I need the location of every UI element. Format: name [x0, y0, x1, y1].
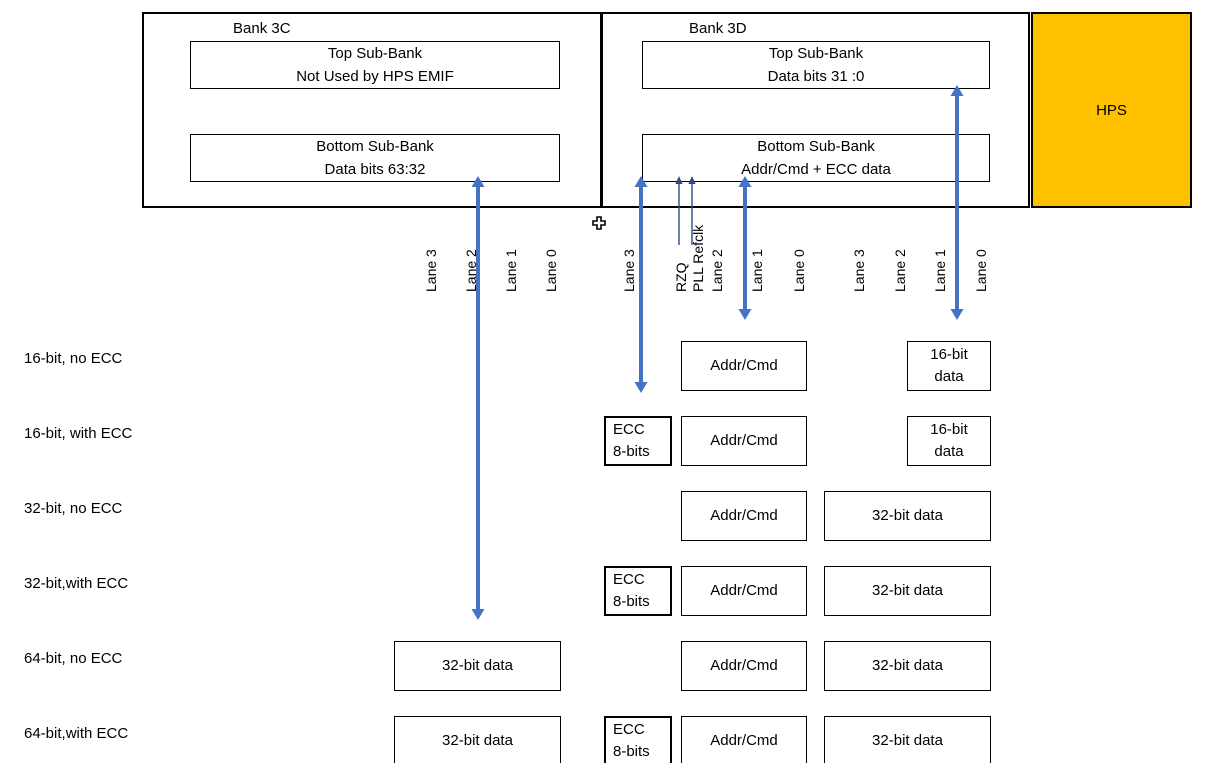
lane-label-lane-3-10: Lane 3 — [851, 249, 867, 292]
cell-data-r2: 32-bit data — [824, 491, 991, 541]
lane-label-lane-3-0: Lane 3 — [423, 249, 439, 292]
row-label-5: 64-bit,with ECC — [24, 725, 129, 742]
lane-label-lane-2-11: Lane 2 — [892, 249, 908, 292]
hps-block: HPS — [1031, 12, 1192, 208]
cell-text: ECC — [613, 721, 645, 739]
lane-label-lane-0-9: Lane 0 — [791, 249, 807, 292]
lane-label-lane-0-3: Lane 0 — [543, 249, 559, 292]
move-cursor-icon — [590, 216, 608, 239]
bank-3d-title: Bank 3D — [689, 20, 747, 37]
cell-data-r1: 16-bit data — [907, 416, 991, 466]
cell-data-r5: 32-bit data — [824, 716, 991, 763]
cell-text: data — [934, 443, 964, 460]
cell-addr-r4: Addr/Cmd — [681, 641, 807, 691]
arrow-lane3-3d-to-ecc — [629, 166, 653, 403]
arrow-rzq-to-bottom-subbank — [667, 166, 691, 255]
hps-label: HPS — [1096, 101, 1127, 119]
arrow-lane1-3d-to-addrcmd — [733, 166, 757, 330]
lane-label-rzq-5: RZQ — [673, 262, 689, 292]
bank-3d-bottom-sub-bank: Bottom Sub-Bank Addr/Cmd + ECC data — [642, 134, 990, 182]
cell-text: 32-bit data — [872, 507, 943, 525]
cell-text: 32-bit data — [442, 657, 513, 675]
cell-text: 8-bits — [613, 443, 650, 460]
bank-3c-top-sub-bank: Top Sub-Bank Not Used by HPS EMIF — [190, 41, 560, 89]
cell-text: Addr/Cmd — [710, 357, 778, 375]
cell-ecc-r3: ECC 8-bits — [604, 566, 672, 616]
bank-3c-top-sub-bank-line1: Top Sub-Bank — [327, 44, 423, 62]
row-label-1: 16-bit, with ECC — [24, 425, 133, 442]
cell-addr-r3: Addr/Cmd — [681, 566, 807, 616]
cell-addr-r2: Addr/Cmd — [681, 491, 807, 541]
cell-data-r0: 16-bit data — [907, 341, 991, 391]
bank-3c-3d-divider — [600, 12, 603, 208]
cell-text: Addr/Cmd — [710, 582, 778, 600]
cell-text: ECC — [613, 421, 645, 439]
cell-text: Addr/Cmd — [710, 732, 778, 750]
bank-3d-top-sub-bank-line1: Top Sub-Bank — [768, 44, 864, 62]
bank-3d-top-sub-bank: Top Sub-Bank Data bits 31 :0 — [642, 41, 990, 89]
cell-data-r4: 32-bit data — [394, 641, 561, 691]
bank-3d-bottom-sub-bank-line1: Bottom Sub-Bank — [757, 137, 875, 155]
bank-3c-bottom-sub-bank-line1: Bottom Sub-Bank — [316, 137, 434, 155]
row-label-4: 64-bit, no ECC — [24, 650, 123, 667]
row-label-3: 32-bit,with ECC — [24, 575, 129, 592]
cell-ecc-r5: ECC 8-bits — [604, 716, 672, 763]
row-label-2: 32-bit, no ECC — [24, 500, 123, 517]
cell-text: 32-bit data — [872, 657, 943, 675]
lane-label-lane-0-13: Lane 0 — [973, 249, 989, 292]
lane-label-lane-2-7: Lane 2 — [709, 249, 725, 292]
bank-3c-bottom-sub-bank: Bottom Sub-Bank Data bits 63:32 — [190, 134, 560, 182]
cell-text: 32-bit data — [872, 732, 943, 750]
lane-label-lane-1-2: Lane 1 — [503, 249, 519, 292]
cell-addr-r0: Addr/Cmd — [681, 341, 807, 391]
cell-text: 32-bit data — [442, 732, 513, 750]
cell-text: 16-bit — [930, 421, 968, 439]
cell-data-r3: 32-bit data — [824, 566, 991, 616]
bank-3d-top-sub-bank-line2: Data bits 31 :0 — [767, 68, 865, 85]
cell-text: ECC — [613, 571, 645, 589]
cell-addr-r1: Addr/Cmd — [681, 416, 807, 466]
cell-text: 8-bits — [613, 743, 650, 760]
cell-text: 8-bits — [613, 593, 650, 610]
arrow-lane0-3d-to-16bit-data — [945, 75, 969, 330]
cell-text: 16-bit — [930, 346, 968, 364]
cell-addr-r5: Addr/Cmd — [681, 716, 807, 763]
row-label-0: 16-bit, no ECC — [24, 350, 123, 367]
arrow-pll-refclk-to-bottom-subbank — [680, 166, 704, 255]
cell-ecc-r1: ECC 8-bits — [604, 416, 672, 466]
cell-text: Addr/Cmd — [710, 507, 778, 525]
bank-3d-bottom-sub-bank-line2: Addr/Cmd + ECC data — [741, 161, 891, 178]
arrow-lane2-3c-to-64bit-data — [466, 166, 490, 630]
cell-data-r5: 32-bit data — [394, 716, 561, 763]
cell-text: 32-bit data — [872, 582, 943, 600]
bank-3c-bottom-sub-bank-line2: Data bits 63:32 — [324, 161, 426, 178]
cell-text: data — [934, 368, 964, 385]
bank-3c-title: Bank 3C — [233, 20, 291, 37]
cell-data-r4: 32-bit data — [824, 641, 991, 691]
cell-text: Addr/Cmd — [710, 657, 778, 675]
cell-text: Addr/Cmd — [710, 432, 778, 450]
bank-3c-top-sub-bank-line2: Not Used by HPS EMIF — [296, 68, 454, 85]
